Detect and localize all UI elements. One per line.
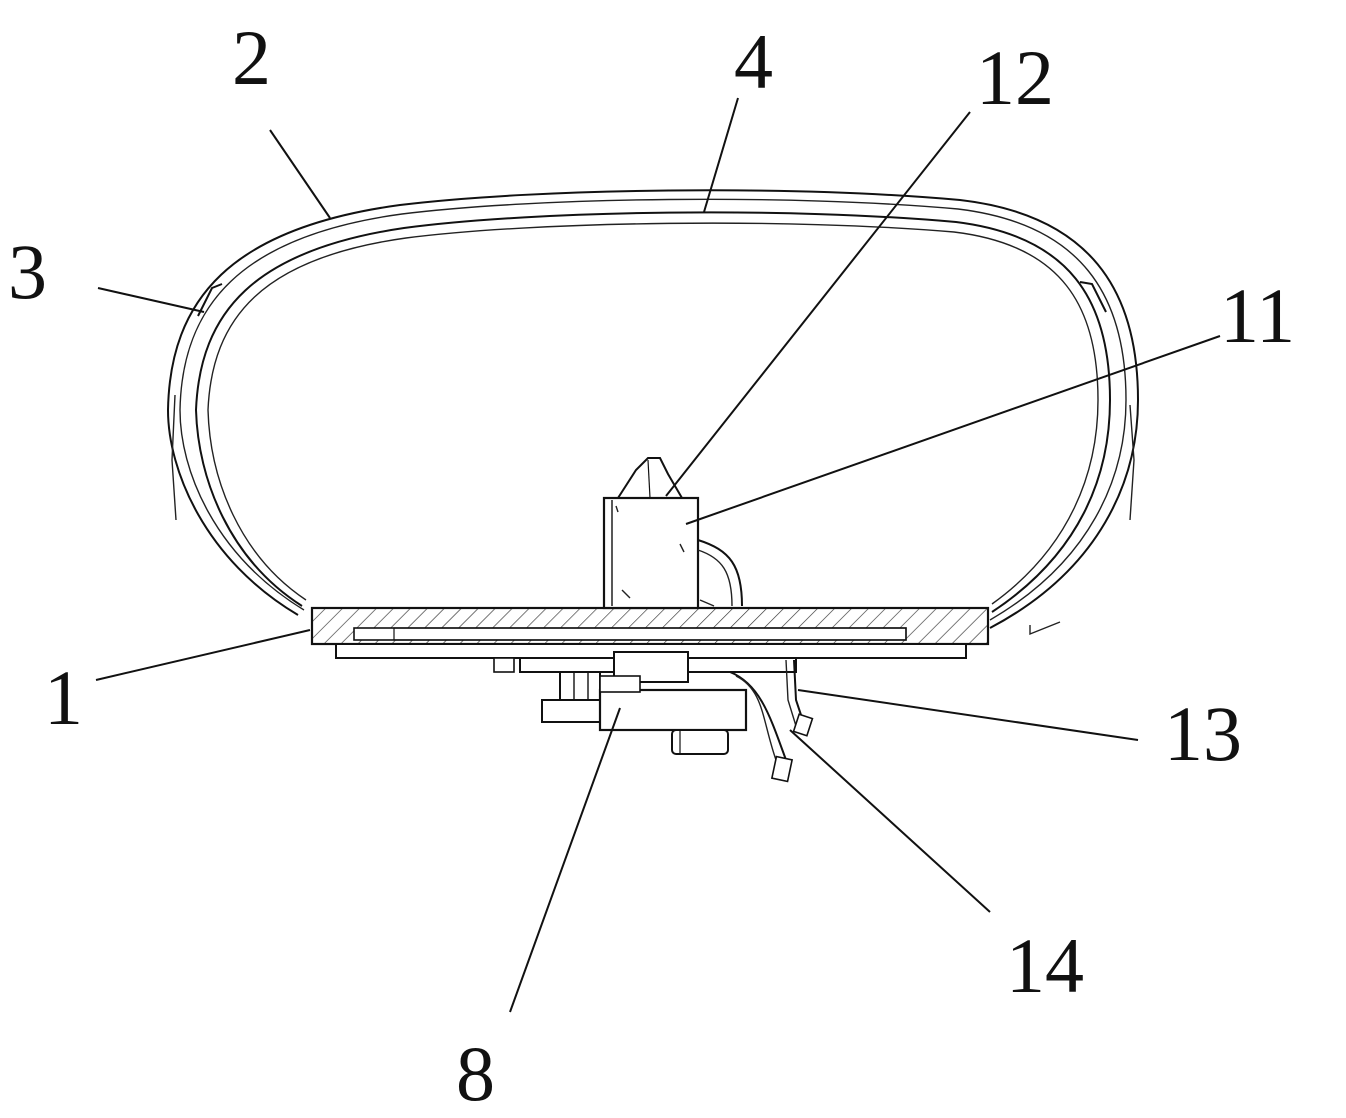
label-12: 12 bbox=[976, 34, 1054, 121]
base-plate bbox=[310, 606, 990, 659]
label-11: 11 bbox=[1220, 272, 1295, 359]
leader-11 bbox=[685, 335, 1221, 525]
lower-wires bbox=[729, 659, 814, 783]
leader-lines bbox=[95, 97, 1221, 1013]
label-2: 2 bbox=[232, 14, 271, 101]
leader-8 bbox=[509, 707, 621, 1013]
leader-4 bbox=[703, 97, 739, 213]
side-clip-right bbox=[1029, 281, 1135, 636]
label-8: 8 bbox=[456, 1030, 495, 1117]
camera-housing bbox=[602, 457, 700, 610]
label-13: 13 bbox=[1164, 690, 1242, 777]
leader-1 bbox=[95, 629, 311, 681]
leader-14 bbox=[789, 729, 991, 913]
reference-numerals: 2 4 12 3 11 1 13 14 8 bbox=[8, 14, 1295, 1117]
side-clip-left bbox=[171, 283, 223, 521]
label-1: 1 bbox=[44, 654, 83, 741]
housing-cable bbox=[697, 539, 743, 607]
leader-13 bbox=[797, 689, 1139, 741]
leader-3 bbox=[97, 287, 205, 313]
leader-12 bbox=[665, 111, 971, 497]
label-3: 3 bbox=[8, 228, 47, 315]
label-4: 4 bbox=[734, 18, 773, 105]
outer-shell bbox=[166, 189, 1140, 629]
label-14: 14 bbox=[1006, 922, 1084, 1009]
leader-2 bbox=[269, 129, 331, 219]
bottom-mechanism bbox=[493, 651, 797, 755]
